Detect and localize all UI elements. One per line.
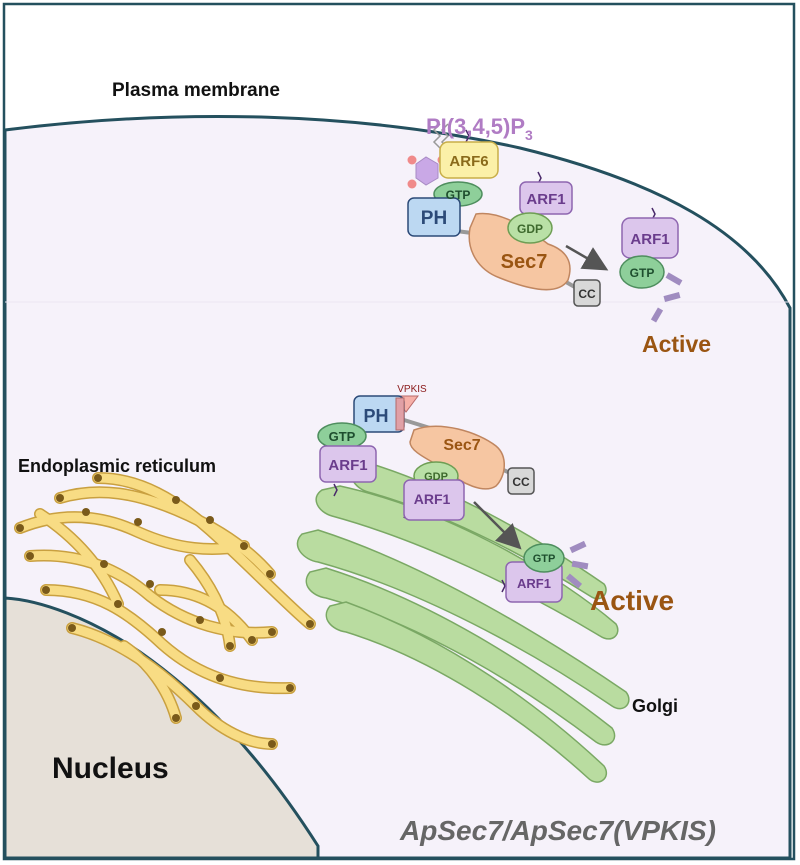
- nucleus-label: Nucleus: [52, 752, 169, 785]
- vpkis-label: VPKIS: [397, 384, 427, 395]
- arf6-label: ARF6: [449, 153, 488, 170]
- sec7-label: Sec7: [501, 251, 548, 273]
- cc-domain: [573, 279, 601, 307]
- top-complex: [407, 123, 683, 323]
- gtp-label-2: GTP: [329, 429, 356, 444]
- gtp-label: GTP: [446, 188, 471, 202]
- active-label-top: Active: [642, 331, 711, 357]
- golgi-label: Golgi: [632, 696, 678, 716]
- sec7-domain-2: [409, 425, 505, 490]
- arf1-protein-2: [319, 445, 377, 483]
- arf1-protein-3: [403, 479, 465, 521]
- activation-arrow-bottom: [473, 501, 522, 550]
- gtp-active-label: GTP: [630, 266, 655, 280]
- pip3-headgroup: [415, 156, 439, 186]
- activity-rays-bottom: [565, 540, 589, 589]
- arf1-label: ARF1: [526, 191, 565, 208]
- cc-label-2: CC: [512, 475, 530, 489]
- sec7-label-2: Sec7: [443, 437, 480, 454]
- ph-domain: [407, 197, 461, 237]
- plasma-membrane-label: Plasma membrane: [112, 80, 280, 101]
- cc-domain-2: [507, 467, 535, 495]
- gdp-ellipse: [507, 212, 553, 244]
- gdp-label: GDP: [517, 222, 543, 236]
- arf1-label-2: ARF1: [328, 457, 367, 474]
- pip3-label: PI(3,4,5)P3: [426, 114, 533, 143]
- ph-label: PH: [421, 208, 447, 229]
- bottom-complex: [317, 395, 589, 603]
- arf1-active-label-2: ARF1: [517, 576, 551, 591]
- gtp-active-ellipse: [619, 255, 665, 289]
- endoplasmic-reticulum-label: Endoplasmic reticulum: [18, 456, 216, 476]
- arf1-protein: [519, 181, 573, 215]
- gdp-label-2: GDP: [424, 471, 448, 483]
- endoplasmic-reticulum: [14, 472, 316, 750]
- gtp-active-label-2: GTP: [533, 553, 556, 565]
- activation-arrow-top: [565, 244, 609, 271]
- cc-label: CC: [578, 287, 596, 301]
- ph-label-2: PH: [363, 406, 388, 426]
- footer-label: ApSec7/ApSec7(VPKIS): [399, 815, 716, 846]
- arf1-active-label: ARF1: [630, 231, 669, 248]
- gtp-active-ellipse-2: [523, 543, 565, 573]
- active-label-bottom: Active: [590, 585, 674, 616]
- arf6-protein: [439, 141, 499, 179]
- arf1-label-3: ARF1: [414, 491, 451, 507]
- activity-rays-top: [650, 272, 683, 323]
